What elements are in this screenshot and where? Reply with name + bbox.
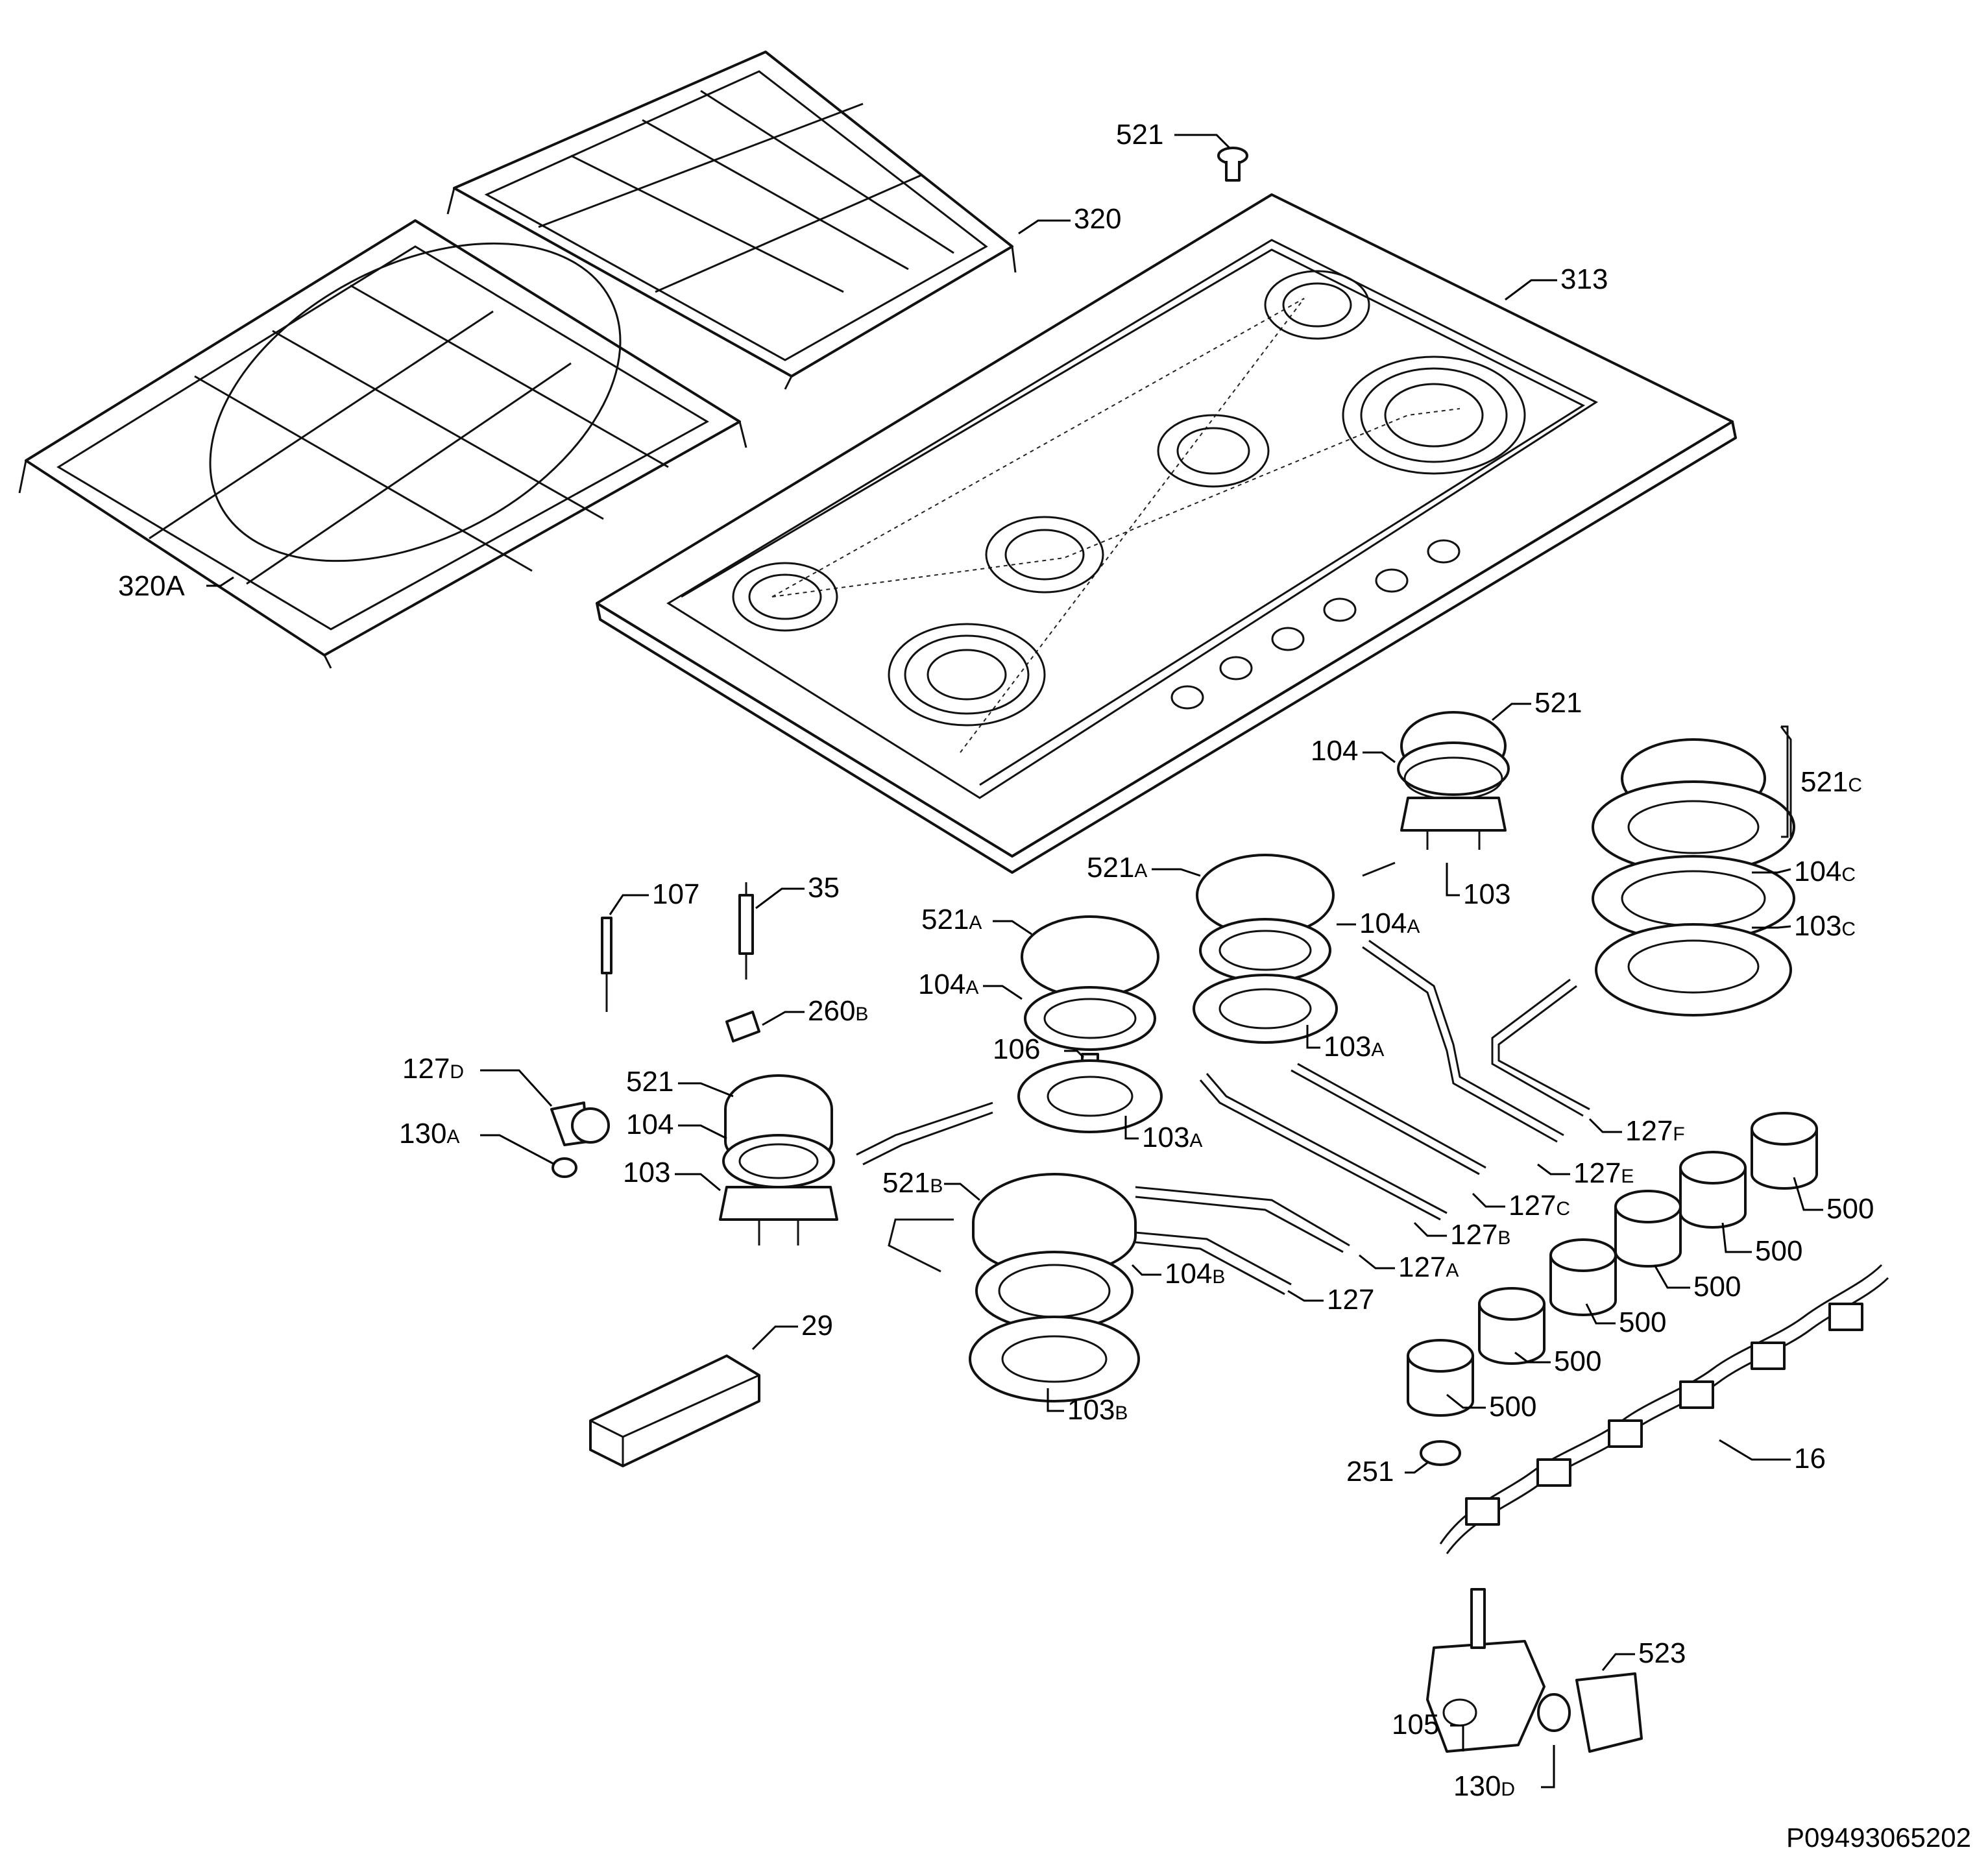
wiring-harness-16 bbox=[1439, 1264, 1889, 1554]
label-104C: 104C bbox=[1794, 856, 1856, 887]
burner-assembly-A2 bbox=[1017, 915, 1163, 1133]
hob-burner-ring-3 bbox=[985, 516, 1104, 594]
knob-3 bbox=[1549, 1238, 1617, 1316]
label-130A: 130A bbox=[399, 1118, 459, 1149]
label-127: 127 bbox=[1327, 1284, 1374, 1316]
label-313: 313 bbox=[1560, 263, 1608, 295]
ignition-module-29 bbox=[589, 1354, 760, 1467]
control-knobs-500 bbox=[1407, 1112, 1818, 1417]
label-103C: 103C bbox=[1794, 910, 1856, 942]
label-320: 320 bbox=[1074, 203, 1121, 235]
label-260B: 260B bbox=[808, 995, 868, 1027]
burner-assembly-left bbox=[719, 1074, 838, 1245]
label-320A: 320A bbox=[118, 570, 185, 602]
diagram-reference-code: P09493065202 bbox=[1786, 1822, 1971, 1853]
label-521-right: 521 bbox=[1534, 687, 1582, 719]
knob-holes bbox=[1170, 539, 1461, 710]
clip-523 bbox=[1575, 1672, 1643, 1753]
hob-burner-ring-6 bbox=[1342, 355, 1526, 475]
ignition-electrode-35 bbox=[738, 882, 754, 980]
label-521A-1: 521A bbox=[1087, 852, 1147, 884]
label-523: 523 bbox=[1638, 1637, 1686, 1669]
label-103B: 103B bbox=[1067, 1394, 1128, 1426]
elbow-127D bbox=[550, 1101, 610, 1146]
gas-valve-105 bbox=[1426, 1588, 1546, 1753]
pan-support-320A bbox=[18, 219, 747, 669]
label-127C: 127C bbox=[1509, 1190, 1570, 1221]
label-105: 105 bbox=[1392, 1709, 1439, 1740]
hob-burner-ring-5 bbox=[1264, 270, 1370, 340]
hob-burner-ring-4 bbox=[1157, 414, 1270, 488]
label-103A-1: 103A bbox=[1324, 1031, 1384, 1063]
hob-burner-ring-2 bbox=[888, 623, 1046, 727]
label-104A-1: 104A bbox=[1359, 908, 1420, 939]
bracket-521C bbox=[1780, 726, 1792, 837]
clip-260B bbox=[725, 1011, 760, 1042]
label-103-left: 103 bbox=[623, 1157, 670, 1188]
pan-support-320 bbox=[446, 51, 1017, 390]
label-127F: 127F bbox=[1625, 1115, 1685, 1147]
label-500-6: 500 bbox=[1489, 1391, 1536, 1423]
label-107: 107 bbox=[652, 878, 699, 910]
bush-251 bbox=[1420, 1440, 1461, 1466]
label-500-5: 500 bbox=[1554, 1345, 1601, 1377]
knob-6 bbox=[1751, 1112, 1818, 1190]
label-521-screw: 521 bbox=[1116, 119, 1163, 150]
label-521C: 521C bbox=[1800, 766, 1862, 798]
burner-assembly-A1 bbox=[1193, 854, 1338, 1044]
knob-1 bbox=[1407, 1339, 1474, 1417]
label-500-4: 500 bbox=[1619, 1306, 1666, 1338]
label-127A: 127A bbox=[1398, 1251, 1459, 1283]
label-127B: 127B bbox=[1450, 1219, 1510, 1251]
label-127E: 127E bbox=[1573, 1157, 1634, 1189]
label-521B: 521B bbox=[882, 1167, 943, 1199]
label-35: 35 bbox=[808, 872, 840, 904]
screw-521 bbox=[1217, 147, 1248, 182]
burner-assembly-C bbox=[1592, 725, 1795, 1017]
thermocouple-107 bbox=[601, 917, 612, 1012]
burner-assembly-right-upper bbox=[1397, 711, 1510, 850]
leader-lines bbox=[206, 134, 1823, 1788]
label-104-right: 104 bbox=[1311, 735, 1358, 767]
label-251: 251 bbox=[1346, 1456, 1394, 1487]
knob-2 bbox=[1478, 1287, 1546, 1365]
hob-top-313 bbox=[596, 193, 1737, 874]
burner-assembly-B bbox=[969, 1173, 1140, 1402]
knob-4 bbox=[1614, 1190, 1682, 1268]
label-127D: 127D bbox=[402, 1053, 464, 1085]
label-106: 106 bbox=[993, 1033, 1040, 1065]
label-104B: 104B bbox=[1165, 1258, 1225, 1290]
label-521-left: 521 bbox=[626, 1066, 673, 1098]
label-500-1: 500 bbox=[1826, 1193, 1874, 1225]
label-130D: 130D bbox=[1453, 1770, 1515, 1802]
seal-130A bbox=[552, 1157, 577, 1178]
label-521A-2: 521A bbox=[921, 904, 982, 935]
label-103-right: 103 bbox=[1463, 878, 1510, 910]
label-104-left: 104 bbox=[626, 1109, 673, 1140]
label-103A-2: 103A bbox=[1142, 1122, 1202, 1153]
label-500-3: 500 bbox=[1693, 1271, 1741, 1303]
label-29: 29 bbox=[801, 1310, 833, 1342]
label-104A-2: 104A bbox=[918, 969, 978, 1000]
hob-burner-ring-1 bbox=[732, 562, 838, 632]
label-16: 16 bbox=[1794, 1443, 1826, 1474]
label-500-2: 500 bbox=[1755, 1235, 1802, 1267]
seal-130D bbox=[1537, 1693, 1571, 1732]
gas-pipes bbox=[856, 861, 1590, 1295]
part-labels: 521 320 313 320A 521 104 103 521C 104C 1… bbox=[118, 119, 1874, 1802]
knob-5 bbox=[1679, 1151, 1747, 1229]
